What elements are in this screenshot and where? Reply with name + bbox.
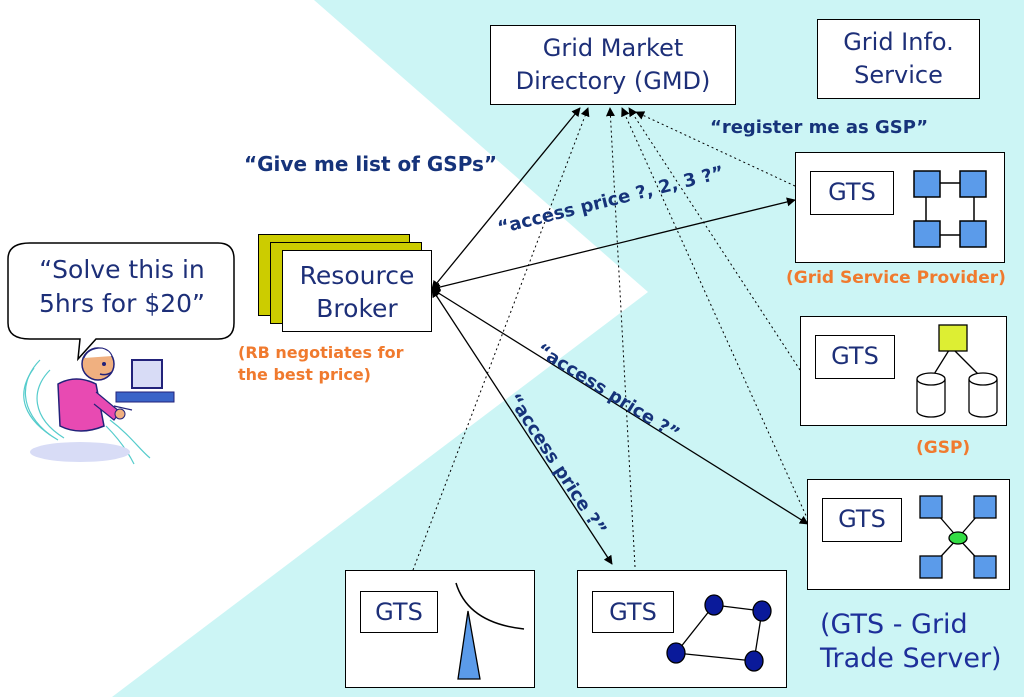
grid-info-service-box: Grid Info. Service [817, 19, 980, 99]
speech-bubble-text: “Solve this in 5hrs for $20” [14, 253, 230, 321]
compute-cluster-icon [913, 170, 987, 248]
register-me-label: “register me as GSP” [710, 117, 929, 138]
gts-label-bottom1: GTS [360, 591, 438, 633]
triangle-network-icon [666, 594, 772, 672]
legend-line2: Trade Server) [820, 643, 1002, 674]
gts-label-gsp2: GTS [815, 335, 895, 379]
speech-bubble [7, 242, 235, 362]
gts-box-instrument: GTS [345, 570, 535, 688]
gsp-box-storage: GTS [800, 316, 1007, 426]
grid-service-provider-note: (Grid Service Provider) [786, 268, 1006, 288]
arrow-broker-bottom2 [431, 288, 613, 565]
broker-label-line2: Broker [316, 294, 398, 323]
gts-label-gsp1: GTS [810, 171, 894, 215]
arrow-broker-gsp1 [431, 197, 796, 292]
grid-market-directory-box: Grid Market Directory (GMD) [490, 25, 736, 105]
gis-label-line2: Service [854, 61, 943, 89]
gts-box-triangle-network: GTS [577, 570, 787, 688]
bubble-line2: 5hrs for $20” [39, 289, 205, 318]
telescope-instrument-icon [455, 582, 525, 680]
gts-legend: (GTS - Grid Trade Server) [820, 608, 1002, 676]
user-at-computer-icon [23, 347, 175, 465]
give-me-list-label: “Give me list of GSPs” [244, 152, 498, 176]
gts-label-bottom2: GTS [592, 591, 674, 633]
rb-note-line1: (RB negotiates for [238, 343, 404, 362]
rb-negotiates-note: (RB negotiates for the best price) [238, 342, 403, 386]
broker-label-line1: Resource [299, 261, 415, 290]
gsp-box-service-provider: GTS [795, 152, 1005, 263]
star-network-icon [919, 495, 997, 579]
resource-broker-box: Resource Broker [282, 250, 432, 332]
gmd-label-line2: Directory (GMD) [515, 67, 711, 95]
dotted-line-gsp1-gmd [635, 111, 796, 187]
gis-label-line1: Grid Info. [843, 28, 954, 56]
gsp-box-network: GTS [807, 479, 1010, 590]
gmd-label-line1: Grid Market [542, 34, 684, 62]
storage-server-icon [916, 324, 998, 418]
gts-label-gsp3: GTS [822, 498, 902, 542]
gsp-note: (GSP) [916, 438, 971, 458]
bubble-line1: “Solve this in [39, 255, 205, 284]
legend-line1: (GTS - Grid [820, 609, 968, 640]
rb-note-line2: the best price) [238, 365, 371, 384]
